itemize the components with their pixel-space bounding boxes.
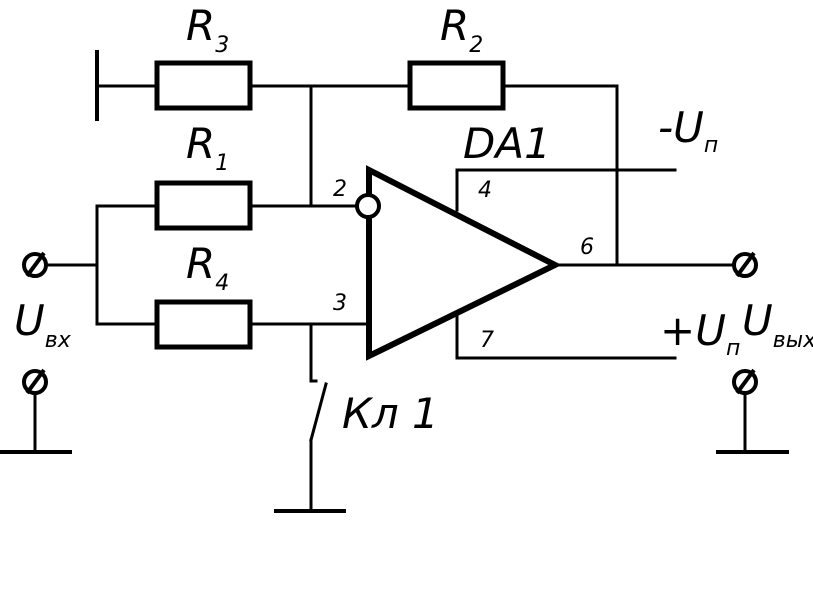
- resistor-r1: [154, 180, 253, 231]
- pin-label-2: 2: [333, 177, 347, 202]
- label-da1: DA1: [463, 119, 551, 168]
- resistor-r2: [407, 60, 506, 111]
- label-neg-supply: -Uп: [658, 103, 718, 158]
- label-r2: R2: [440, 1, 483, 58]
- wires: [0, 50, 789, 513]
- label-r3: R3: [186, 1, 229, 58]
- resistor-r4: [154, 299, 253, 350]
- wire-pos-supply: [455, 314, 677, 360]
- wire-neg-supply: [455, 168, 677, 212]
- label-input-voltage: Uвх: [14, 296, 72, 353]
- label-r1: R1: [186, 119, 229, 176]
- pin-label-6: 6: [580, 235, 594, 260]
- wire-pin3-switch: [309, 322, 318, 383]
- terminal-input: [22, 251, 48, 278]
- label-switch: Кл 1: [342, 389, 439, 438]
- inverting-input-bubble: [355, 193, 381, 219]
- pin-label-3: 3: [333, 291, 347, 316]
- label-pos-supply: +Uп: [660, 306, 740, 361]
- switch-blade: [309, 382, 328, 442]
- terminal-input-ground: [22, 368, 48, 395]
- wire-input-branch: [95, 204, 157, 326]
- terminal-output: [732, 251, 758, 278]
- resistor-r3: [154, 60, 253, 111]
- label-output-voltage: Uвых: [742, 296, 813, 353]
- opamp-da1: [366, 165, 562, 361]
- terminal-output-ground: [732, 368, 758, 395]
- pin-label-7: 7: [480, 328, 494, 353]
- pin-label-4: 4: [478, 178, 492, 203]
- wire-feedback: [503, 84, 619, 267]
- label-r4: R4: [186, 239, 229, 296]
